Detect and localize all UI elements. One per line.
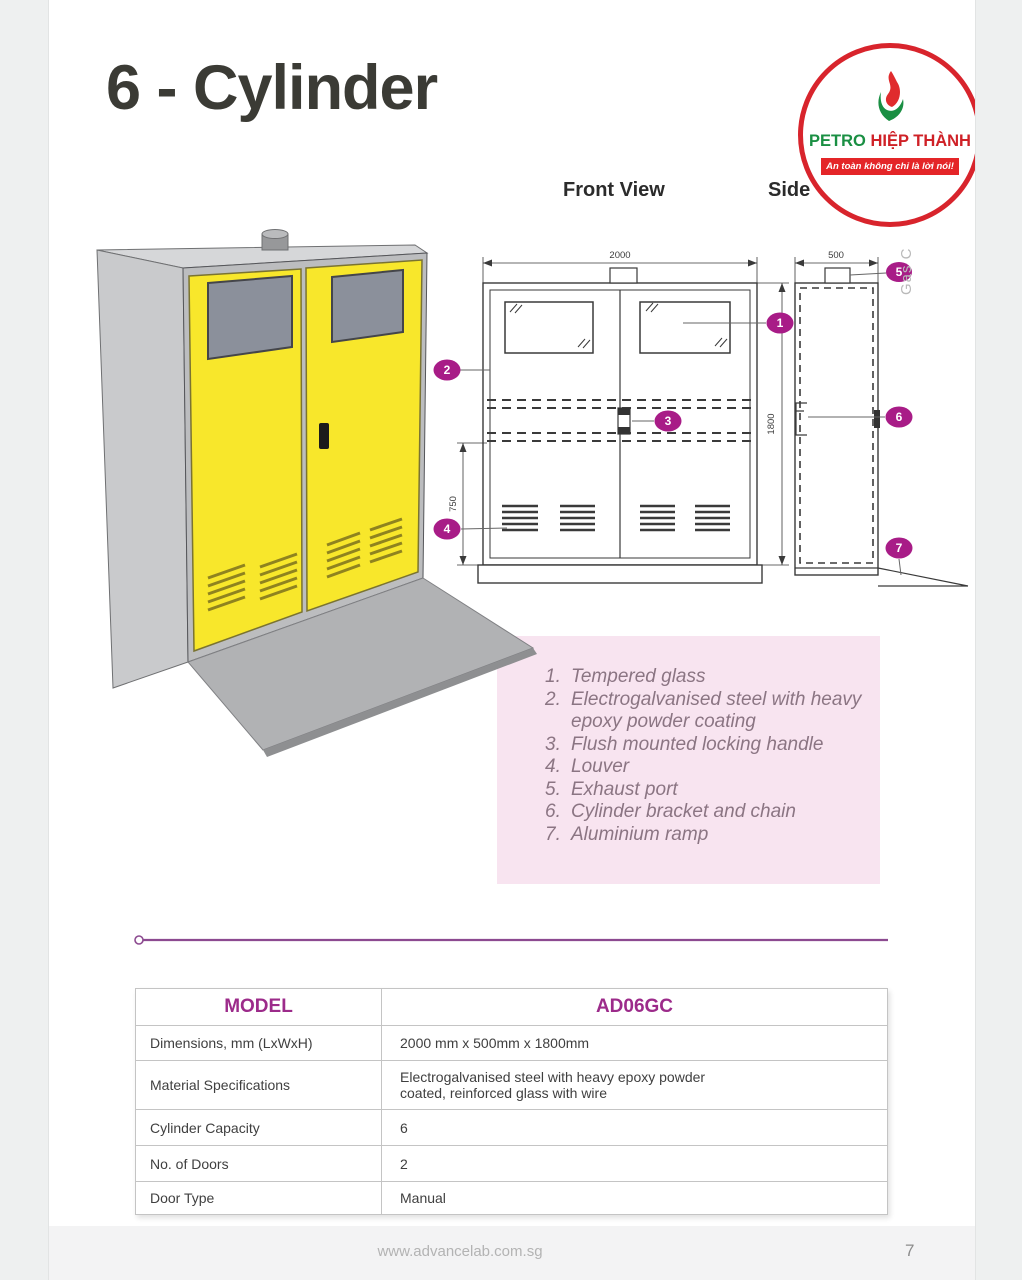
table-row: No. of Doors 2 — [135, 1145, 888, 1182]
table-row: Dimensions, mm (LxWxH) 2000 mm x 500mm x… — [135, 1025, 888, 1061]
company-logo: PETRO HIỆP THÀNH An toàn không chỉ là lờ… — [798, 43, 982, 227]
svg-text:1: 1 — [777, 316, 784, 330]
svg-text:4: 4 — [444, 522, 451, 536]
front-view-label: Front View — [563, 179, 665, 201]
ramp-front-edge — [263, 648, 537, 757]
callout-6: 6 — [808, 406, 913, 428]
table-row: Cylinder Capacity 6 — [135, 1109, 888, 1146]
left-margin-strip — [0, 0, 49, 1280]
logo-name: PETRO HIỆP THÀNH — [809, 132, 971, 150]
callout-1: 1 — [683, 312, 794, 334]
cabinet-3d-illustration — [96, 229, 537, 757]
left-door-window — [207, 274, 293, 361]
callout-4: 4 — [433, 518, 508, 540]
spec-table: MODEL AD06GC Dimensions, mm (LxWxH) 2000… — [135, 988, 888, 1215]
list-item: 6.Cylinder bracket and chain — [545, 801, 796, 822]
table-row: Door Type Manual — [135, 1181, 888, 1215]
flame-icon — [868, 70, 912, 128]
page-number: 7 — [905, 1241, 915, 1260]
callout-7: 7 — [885, 537, 913, 576]
svg-text:3: 3 — [665, 414, 672, 428]
right-door-window — [331, 268, 404, 344]
table-row: Material Specifications Electrogalvanise… — [135, 1060, 888, 1110]
side-view-drawing — [794, 257, 969, 587]
svg-text:6: 6 — [896, 410, 903, 424]
footer-band — [48, 1226, 975, 1280]
list-item: 5.Exhaust port — [545, 778, 678, 800]
dim-louver-height: 750 — [448, 496, 459, 512]
callout-5: 5 — [849, 262, 912, 282]
cabinet-side-face — [96, 249, 189, 689]
dim-side-depth: 500 — [828, 250, 844, 261]
dim-height: 1800 — [766, 413, 777, 434]
louvers-3d — [207, 517, 403, 612]
section-divider — [134, 935, 888, 945]
footer-url: www.advancelab.com.sg — [377, 1243, 543, 1260]
svg-text:2: 2 — [444, 363, 451, 377]
page-title: 6 - Cylinder — [106, 53, 438, 123]
dim-front-width: 2000 — [609, 250, 630, 261]
door-handle-3d — [319, 423, 329, 449]
front-view-drawing — [457, 257, 789, 584]
list-item: 7.Aluminium ramp — [545, 823, 709, 845]
svg-text:5: 5 — [896, 265, 903, 279]
left-door — [188, 268, 303, 653]
callout-2: 2 — [433, 359, 490, 381]
list-item: 4.Louver — [545, 756, 630, 777]
logo-tagline: An toàn không chỉ là lời nói! — [821, 158, 959, 175]
right-margin-strip — [975, 0, 1022, 1280]
exhaust-vent-3d — [261, 229, 289, 251]
louvers-front-view — [502, 504, 730, 532]
model-value-header: AD06GC — [381, 988, 888, 1026]
list-item: 1.Tempered glass — [545, 666, 706, 687]
parts-list-panel: 1.Tempered glass 2.Electrogalvanised ste… — [497, 636, 880, 884]
callout-3: 3 — [632, 410, 682, 432]
svg-text:7: 7 — [896, 541, 903, 555]
list-item: 3.Flush mounted locking handle — [545, 733, 824, 755]
table-header-row: MODEL AD06GC — [135, 988, 888, 1026]
model-header: MODEL — [135, 988, 382, 1026]
technical-drawings: 2000 500 1800 750 1 2 3 4 5 — [433, 250, 969, 587]
list-item: 2.Electrogalvanised steel with heavy epo… — [545, 688, 862, 733]
